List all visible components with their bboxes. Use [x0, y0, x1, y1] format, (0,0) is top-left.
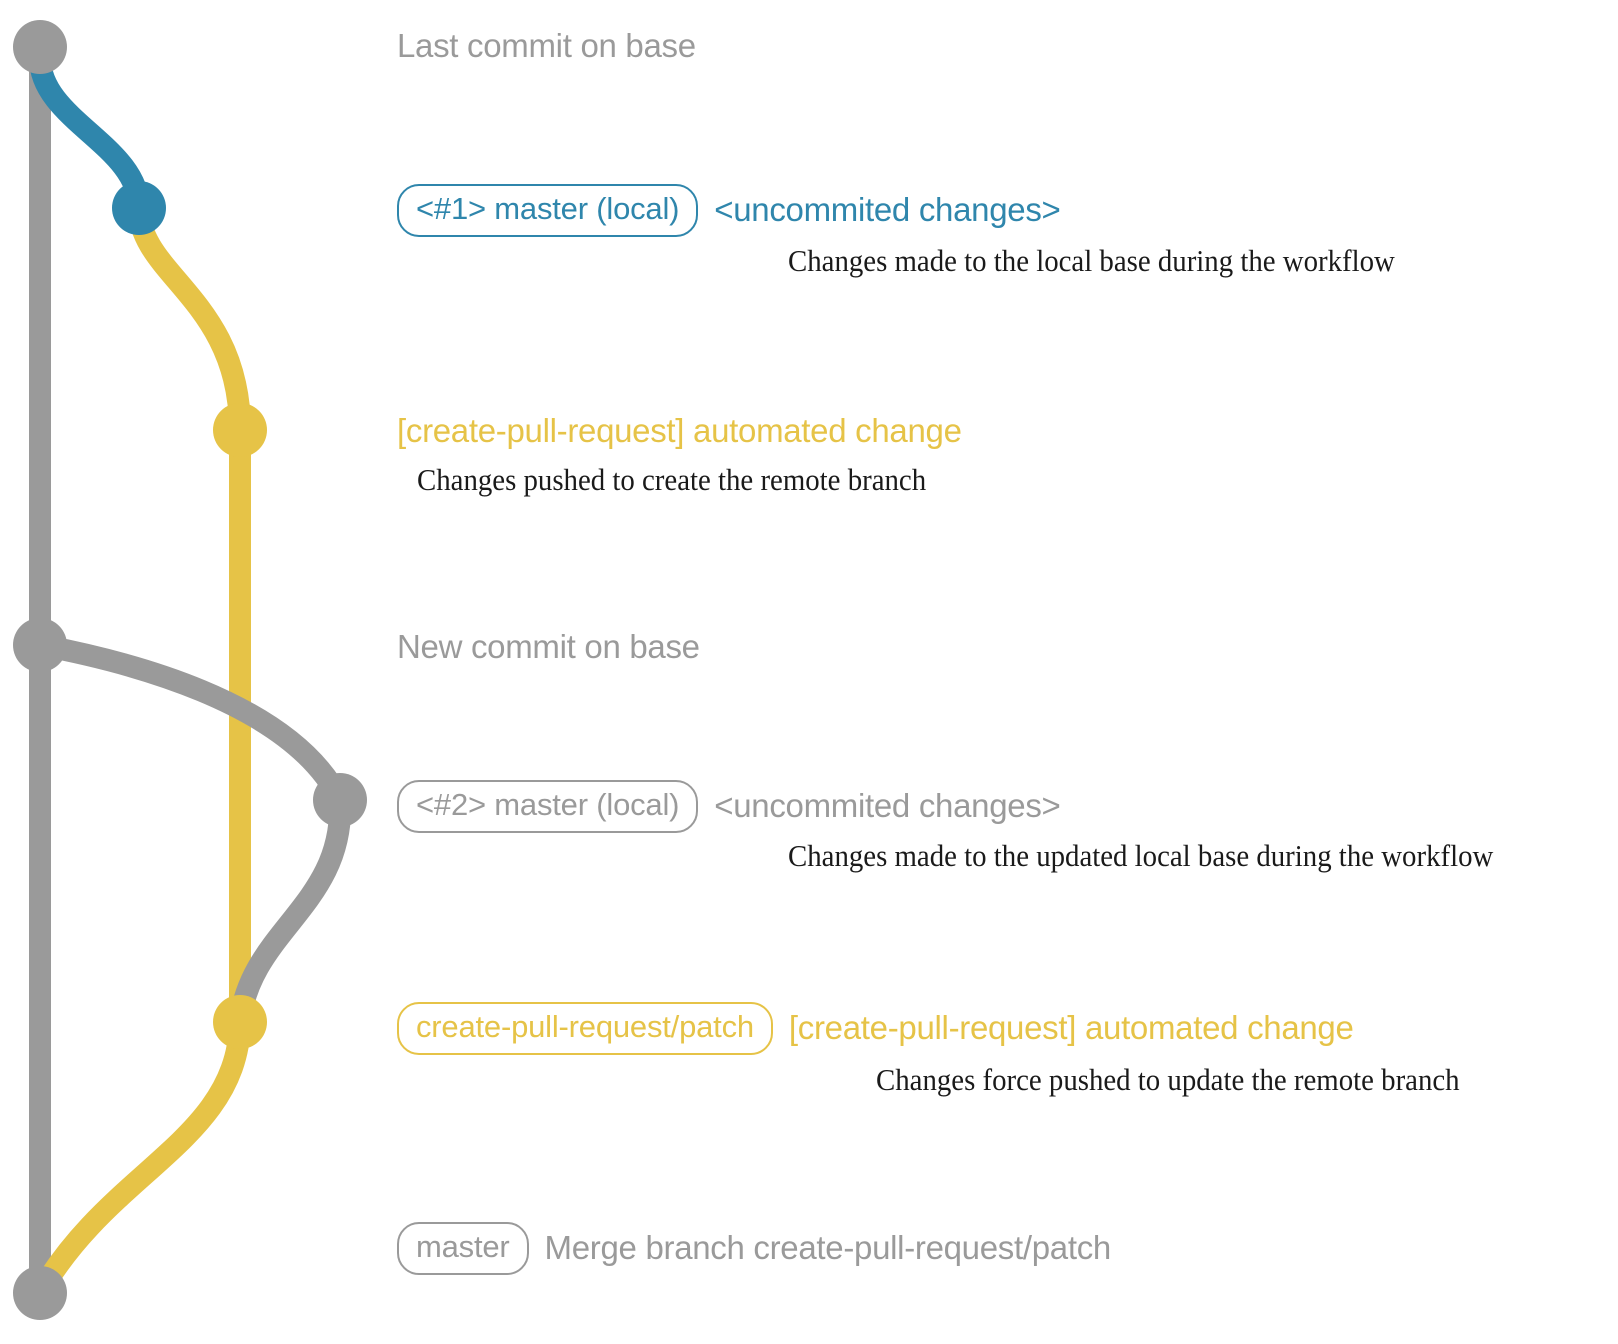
branch-badge-local-2[interactable]: <#2> master (local)	[397, 780, 699, 833]
note-local-1: Changes made to the local base during th…	[788, 243, 1395, 278]
edge-local2-to-patch2	[229, 789, 352, 1033]
entry-local-1: <#1> master (local) <uncommited changes>	[397, 184, 1061, 237]
entry-new-commit: New commit on base	[397, 628, 700, 666]
commit-node-local-2[interactable]	[313, 773, 367, 827]
edge-base2-to-local2	[29, 634, 351, 811]
branch-badge-local-1[interactable]: <#1> master (local)	[397, 184, 699, 237]
commit-node-automated-change-1[interactable]	[213, 403, 267, 457]
commit-message: <uncommited changes>	[714, 787, 1061, 825]
commit-message: New commit on base	[397, 628, 700, 665]
note-automated-change-2: Changes force pushed to update the remot…	[876, 1062, 1460, 1097]
entry-automated-change-1: [create-pull-request] automated change	[397, 412, 962, 450]
commit-message: Last commit on base	[397, 27, 696, 64]
commit-message: [create-pull-request] automated change	[397, 412, 962, 449]
commit-node-new-commit-on-base[interactable]	[13, 618, 67, 672]
entry-automated-change-2: create-pull-request/patch [create-pull-r…	[397, 1002, 1354, 1055]
commit-node-last-commit-on-base[interactable]	[13, 20, 67, 74]
branch-badge-patch[interactable]: create-pull-request/patch	[397, 1002, 773, 1055]
edge-patch2-to-merge	[29, 1011, 251, 1304]
commit-nodes	[13, 20, 367, 1320]
note-automated-change-1: Changes pushed to create the remote bran…	[417, 462, 927, 497]
commit-message: [create-pull-request] automated change	[788, 1009, 1354, 1047]
commit-node-merge-master[interactable]	[13, 1266, 67, 1320]
edge-local1-to-patch1	[128, 197, 251, 441]
branch-badge-master[interactable]: master	[397, 1222, 529, 1275]
entry-local-2: <#2> master (local) <uncommited changes>	[397, 780, 1061, 833]
commit-node-patch-branch[interactable]	[213, 995, 267, 1049]
commit-message: <uncommited changes>	[714, 191, 1061, 229]
commit-message: Merge branch create-pull-request/patch	[544, 1229, 1112, 1267]
entry-merge: master Merge branch create-pull-request/…	[397, 1222, 1111, 1275]
note-local-2: Changes made to the updated local base d…	[788, 838, 1494, 873]
entry-last-commit: Last commit on base	[397, 27, 696, 65]
commit-node-local-1[interactable]	[112, 181, 166, 235]
